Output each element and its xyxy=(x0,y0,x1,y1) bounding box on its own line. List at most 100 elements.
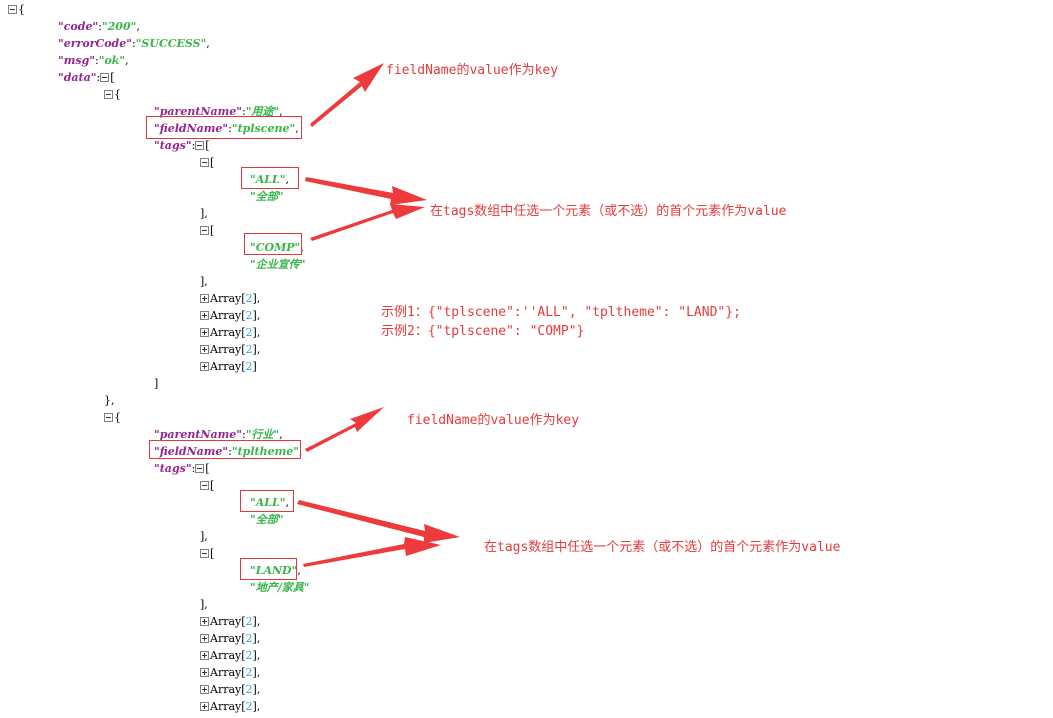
expand-toggle-icon[interactable] xyxy=(200,311,209,320)
collapse-toggle-icon[interactable] xyxy=(104,413,113,422)
highlight-box-land xyxy=(240,558,297,580)
json-punct: Array[ xyxy=(210,632,246,645)
json-line: ], xyxy=(200,275,208,289)
json-punct: ], xyxy=(200,530,208,543)
json-punct: , xyxy=(279,105,283,118)
arrow-value-2a xyxy=(297,500,460,543)
arrow-key-2 xyxy=(305,407,384,452)
expand-toggle-icon[interactable] xyxy=(200,328,209,337)
collapse-toggle-icon[interactable] xyxy=(104,90,113,99)
json-line: Array[2], xyxy=(200,309,260,323)
json-line: { xyxy=(8,3,25,17)
json-line: "data":[ xyxy=(58,71,115,85)
json-string: "企业宣传" xyxy=(250,258,306,271)
json-line: Array[2], xyxy=(200,649,260,663)
json-line: ], xyxy=(200,207,208,221)
json-string: "COMP" xyxy=(250,241,301,254)
json-string: "ok" xyxy=(98,54,126,67)
collapse-toggle-icon[interactable] xyxy=(200,226,209,235)
json-punct: Array[ xyxy=(210,683,246,696)
json-string: "ALL" xyxy=(250,496,286,509)
expand-toggle-icon[interactable] xyxy=(200,651,209,660)
json-line: ], xyxy=(200,598,208,612)
json-number: 2 xyxy=(245,632,253,645)
annotation-example-2: 示例2：{"tplscene": "COMP"} xyxy=(381,324,585,339)
collapse-toggle-icon[interactable] xyxy=(100,73,110,82)
json-line: [ xyxy=(200,547,214,561)
json-number: 2 xyxy=(245,292,253,305)
json-punct: Array[ xyxy=(210,326,246,339)
json-line: Array[2], xyxy=(200,632,260,646)
json-punct: , xyxy=(279,428,283,441)
json-line: Array[2], xyxy=(200,292,260,306)
annotation-key-note-1: fieldName的value作为key xyxy=(386,63,559,78)
json-punct: Array[ xyxy=(210,343,246,356)
json-punct: ], xyxy=(252,666,261,679)
json-punct: ], xyxy=(252,615,261,628)
expand-toggle-icon[interactable] xyxy=(200,294,209,303)
json-line: "fieldName":"tpltheme", xyxy=(154,445,303,459)
json-number: 2 xyxy=(245,649,253,662)
collapse-toggle-icon[interactable] xyxy=(200,158,209,167)
json-punct: [ xyxy=(205,462,210,475)
json-line: "COMP", xyxy=(250,241,304,255)
json-key: "tags" xyxy=(154,462,192,475)
json-punct: Array[ xyxy=(210,666,246,679)
json-string: "行业" xyxy=(245,428,280,441)
json-punct: : xyxy=(96,71,101,84)
json-line: "parentName":"用途", xyxy=(154,105,283,119)
expand-toggle-icon[interactable] xyxy=(200,685,209,694)
json-key: "parentName" xyxy=(154,105,242,118)
json-punct: , xyxy=(206,37,210,50)
json-punct: ], xyxy=(252,343,261,356)
json-line: Array[2] xyxy=(200,360,257,374)
json-line: }, xyxy=(104,394,115,408)
highlight-box-comp xyxy=(244,233,302,255)
json-punct: Array[ xyxy=(210,649,246,662)
json-punct: ], xyxy=(252,309,261,322)
json-line: Array[2], xyxy=(200,326,260,340)
collapse-toggle-icon[interactable] xyxy=(195,141,205,150)
json-line: [ xyxy=(200,224,214,238)
annotation-value-note-2: 在tags数组中任选一个元素（或不选）的首个元素作为value xyxy=(484,540,841,555)
arrow-value-1a xyxy=(305,177,427,205)
collapse-toggle-icon[interactable] xyxy=(195,464,205,473)
json-punct: , xyxy=(295,122,299,135)
json-line: ], xyxy=(200,530,208,544)
collapse-toggle-icon[interactable] xyxy=(200,481,209,490)
collapse-toggle-icon[interactable] xyxy=(200,549,209,558)
highlight-box-fieldname-2 xyxy=(149,440,301,459)
expand-toggle-icon[interactable] xyxy=(200,617,209,626)
json-string: "全部" xyxy=(250,190,284,203)
json-line: { xyxy=(104,411,121,425)
json-punct: ], xyxy=(252,649,261,662)
arrow-key-1 xyxy=(310,63,384,127)
json-punct: : xyxy=(241,105,246,118)
json-line: [ xyxy=(200,479,214,493)
collapse-toggle-icon[interactable] xyxy=(8,5,17,14)
json-line: [ xyxy=(200,156,214,170)
json-line: "tags":[ xyxy=(154,139,210,153)
annotation-example-1: 示例1：{"tplscene":''ALL", "tpltheme": "LAN… xyxy=(381,305,741,320)
json-punct: [ xyxy=(210,547,215,560)
json-punct: [ xyxy=(210,156,215,169)
json-line: { xyxy=(104,88,121,102)
json-number: 2 xyxy=(245,360,253,373)
highlight-box-all-1 xyxy=(241,167,299,189)
expand-toggle-icon[interactable] xyxy=(200,702,209,711)
json-punct: { xyxy=(114,411,121,424)
json-line: Array[2], xyxy=(200,683,260,697)
json-punct: Array[ xyxy=(210,700,246,713)
json-punct: : xyxy=(98,20,102,33)
expand-toggle-icon[interactable] xyxy=(200,668,209,677)
json-line: "企业宣传" xyxy=(250,258,305,272)
json-string: "地产/家具" xyxy=(250,581,310,594)
json-string: "用途" xyxy=(245,105,280,118)
json-punct: Array[ xyxy=(210,615,246,628)
json-number: 2 xyxy=(245,309,253,322)
json-punct: [ xyxy=(110,71,115,84)
json-punct: , xyxy=(285,496,289,509)
expand-toggle-icon[interactable] xyxy=(200,362,209,371)
expand-toggle-icon[interactable] xyxy=(200,345,209,354)
expand-toggle-icon[interactable] xyxy=(200,634,209,643)
